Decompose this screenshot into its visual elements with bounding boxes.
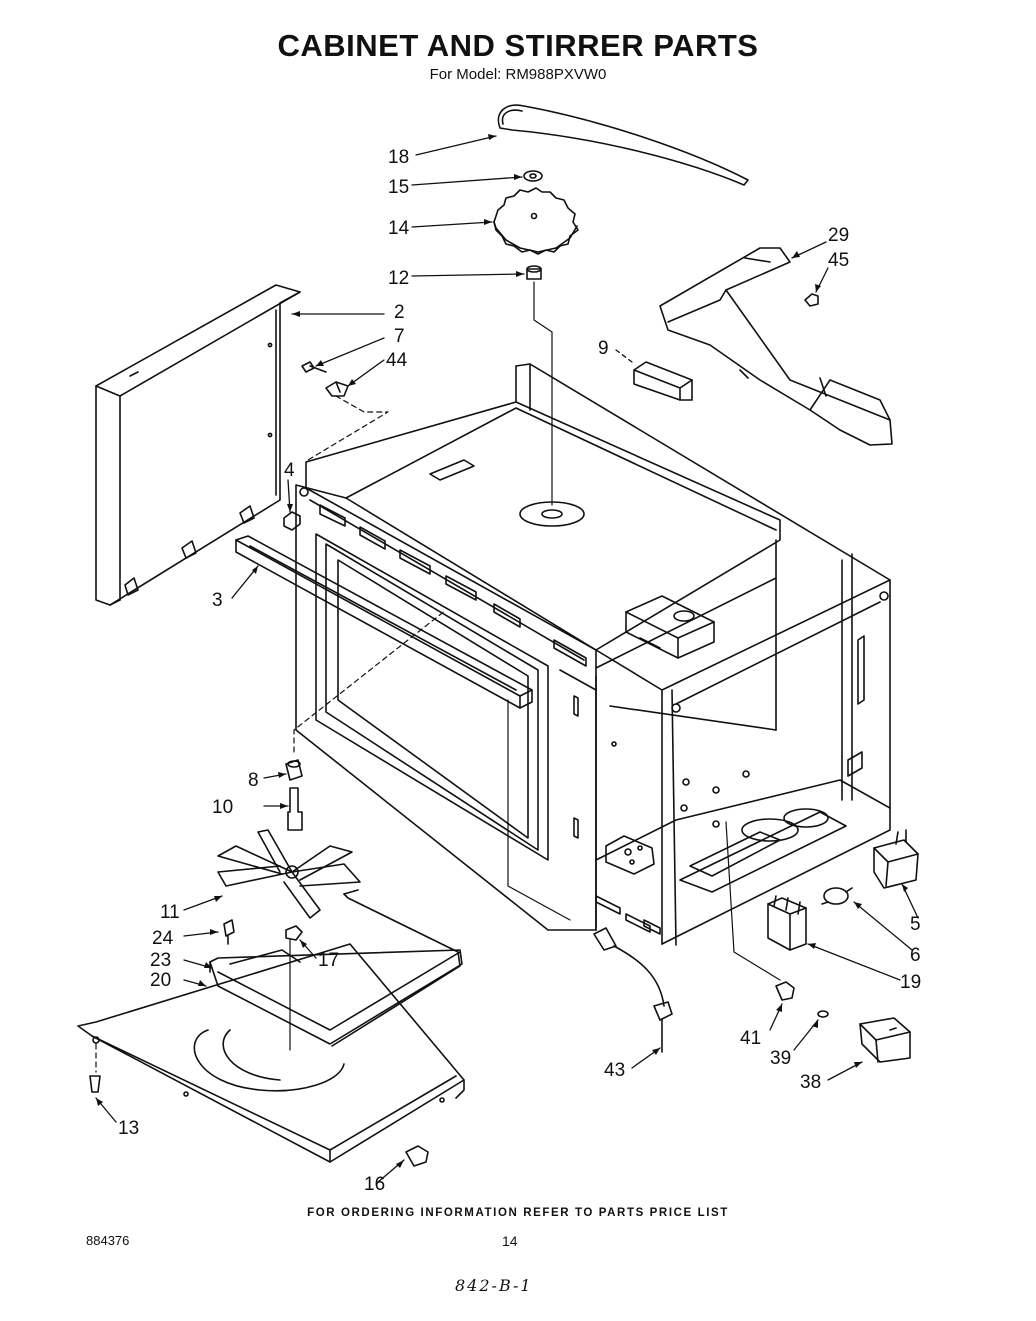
part-gasket-drawing — [633, 361, 693, 401]
callout-39: 39 — [770, 1048, 791, 1069]
part-bearing-top-drawing — [526, 265, 542, 280]
callout-23: 23 — [150, 950, 171, 971]
part-nut-17-drawing — [285, 925, 303, 941]
callout-6: 6 — [910, 945, 921, 966]
callout-2: 2 — [394, 302, 405, 323]
callout-29: 29 — [828, 225, 849, 246]
callout-13: 13 — [118, 1118, 139, 1139]
part-screw-13-drawing — [89, 1075, 101, 1093]
part-switch-38-drawing — [859, 1017, 911, 1063]
part-belt-drawing — [497, 104, 749, 186]
callout-44: 44 — [386, 350, 408, 371]
callout-3: 3 — [212, 590, 223, 611]
part-clip-44-drawing — [325, 381, 349, 397]
part-stirrer-blade-drawing — [493, 187, 579, 255]
callout-5: 5 — [910, 914, 921, 935]
callout-17: 17 — [318, 950, 339, 971]
dashed-assembly-line-19 — [725, 821, 781, 981]
callout-12: 12 — [388, 268, 409, 289]
cabinet-body-drawing — [295, 363, 891, 946]
part-bearing-8-drawing — [285, 759, 303, 781]
model-subtitle: For Model: RM988PXVW0 — [429, 66, 607, 83]
part-switch-19-drawing — [767, 895, 807, 951]
callout-19: 19 — [900, 972, 921, 993]
stirrer-axis-line — [533, 281, 553, 506]
callout-4: 4 — [284, 460, 295, 481]
part-screw-24-drawing — [223, 919, 235, 945]
part-retainer-drawing — [523, 170, 543, 182]
callout-7: 7 — [394, 326, 405, 347]
part-foot-16-drawing — [405, 1145, 429, 1167]
part-front-trim-drawing — [235, 535, 533, 709]
leader-arrowheads — [96, 134, 908, 1168]
part-nut-41-drawing — [775, 981, 795, 1001]
part-shaft-10-drawing — [287, 787, 303, 831]
callout-18: 18 — [388, 147, 409, 168]
callout-14: 14 — [388, 218, 410, 239]
part-nut-4-drawing — [283, 511, 301, 531]
part-air-guide-drawing — [659, 247, 893, 446]
ordering-info-note: FOR ORDERING INFORMATION REFER TO PARTS … — [307, 1207, 729, 1219]
part-screw-7-drawing — [301, 361, 327, 373]
part-thermal-cutout-drawing — [821, 887, 853, 905]
part-screw-45-drawing — [804, 293, 819, 307]
part-switch-5-drawing — [873, 829, 919, 889]
dashed-assembly-line-shaft — [293, 609, 447, 753]
page-title: CABINET AND STIRRER PARTS — [277, 28, 759, 63]
part-side-panel-drawing — [95, 284, 301, 606]
callout-45: 45 — [828, 250, 849, 271]
callout-43: 43 — [604, 1060, 625, 1081]
part-stirrer-cover-drawing — [209, 889, 463, 1047]
callout-10: 10 — [212, 797, 233, 818]
leader-lines — [95, 135, 919, 1183]
callout-16: 16 — [364, 1174, 385, 1195]
callout-15: 15 — [388, 177, 409, 198]
callout-38: 38 — [800, 1072, 821, 1093]
callout-20: 20 — [150, 970, 171, 991]
callout-11: 11 — [160, 902, 180, 923]
callout-9: 9 — [598, 338, 609, 359]
callout-24: 24 — [152, 928, 174, 949]
dashed-assembly-line-7 — [307, 395, 389, 461]
page-number: 14 — [502, 1233, 518, 1249]
part-washer-39-drawing — [817, 1010, 829, 1018]
part-floor-plate-drawing — [77, 943, 465, 1163]
callout-labels: 18 15 14 12 29 45 2 7 44 9 4 3 8 10 11 2… — [118, 147, 921, 1195]
callout-8: 8 — [248, 770, 259, 791]
callout-41: 41 — [740, 1028, 761, 1049]
handwritten-note: 842-B-1 — [455, 1276, 533, 1295]
part-probe-drawing — [507, 699, 673, 1053]
document-number: 884376 — [86, 1233, 130, 1248]
part-fan-blade-drawing — [217, 829, 361, 919]
